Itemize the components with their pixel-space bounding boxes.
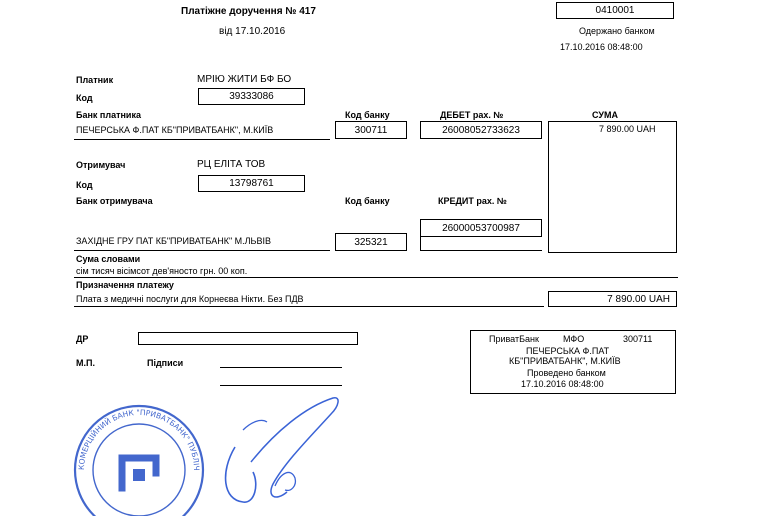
recipient-code: 13798761 (229, 178, 274, 189)
payer-name: МРІЮ ЖИТИ БФ БО (197, 74, 292, 85)
amount-words-text: сім тисяч вісімсот дев'яносто грн. 00 ко… (76, 266, 248, 276)
debit-label: ДЕБЕТ рах. № (440, 110, 504, 120)
doc-code: 0410001 (595, 5, 635, 16)
credit-label: КРЕДИТ рах. № (438, 196, 507, 206)
payer-bank-code-box: 300711 (335, 121, 407, 139)
amount-words-separator (74, 277, 678, 279)
recipient-bank-name: ЗАХІДНЕ ГРУ ПАТ КБ"ПРИВАТБАНК" М.ЛЬВІВ (76, 236, 271, 246)
purpose-sum-box: 7 890.00 UAH (548, 291, 677, 307)
debit-account: 26008052733623 (442, 124, 520, 136)
purpose-label: Призначення платежу (76, 280, 174, 290)
purpose-underline (74, 306, 544, 308)
signature-scribble (224, 397, 339, 503)
credit-box-bottom (420, 250, 542, 252)
dr-box (138, 332, 358, 345)
recipient-bank-code: 325321 (354, 236, 388, 248)
debit-account-box: 26008052733623 (420, 121, 542, 139)
payer-label: Платник (76, 75, 114, 85)
received-label: Одержано банком (579, 26, 655, 36)
payer-code-box: 39333086 (198, 88, 305, 105)
recipient-bank-label: Банк отримувача (76, 196, 153, 206)
stamp-status: Проведено банком (527, 368, 606, 378)
payer-bank-label: Банк платника (76, 110, 141, 120)
signature-line-1 (220, 367, 342, 368)
document-title: Платіжне доручення № 417 (181, 6, 316, 17)
payer-bank-code: 300711 (354, 124, 388, 136)
received-datetime: 17.10.2016 08:48:00 (560, 42, 643, 52)
sum-label: СУМА (592, 110, 618, 120)
recipient-code-box: 13798761 (198, 175, 305, 192)
recipient-name: РЦ ЕЛІТА ТОВ (197, 159, 266, 170)
credit-account-box: 26000053700987 (420, 219, 542, 237)
bank-processed-stamp: ПриватБанк МФО 300711 ПЕЧЕРСЬКА Ф.ПАТ КБ… (470, 330, 676, 394)
recipient-bank-code-label: Код банку (345, 196, 390, 206)
payer-bank-name: ПЕЧЕРСЬКА Ф.ПАТ КБ"ПРИВАТБАНК", М.КИЇВ (76, 125, 274, 135)
signatures-label: Підписи (147, 358, 184, 368)
bank-seal-stamp: КОМЕРЦІЙНИЙ БАНК "ПРИВАТБАНК" ПУБЛІЧНЕ А… (64, 398, 205, 516)
payer-bank-underline (74, 139, 330, 141)
credit-box-left-edge (420, 237, 422, 251)
signature-line-2 (220, 385, 342, 386)
doc-code-box: 0410001 (556, 2, 674, 19)
credit-account: 26000053700987 (442, 222, 520, 234)
stamp-mfo: 300711 (623, 334, 653, 344)
stamp-mfo-label: МФО (563, 334, 585, 344)
sum-value: 7 890.00 UAH (599, 124, 656, 134)
stamp-branch-line1: ПЕЧЕРСЬКА Ф.ПАТ (526, 346, 610, 356)
payer-code-label: Код (76, 93, 93, 103)
stamp-datetime: 17.10.2016 08:48:00 (521, 379, 604, 389)
document-date: від 17.10.2016 (219, 26, 286, 37)
recipient-code-label: Код (76, 180, 93, 190)
sum-column-box (548, 121, 677, 253)
dr-label: ДР (76, 334, 89, 344)
amount-words-label: Сума словами (76, 254, 141, 264)
payer-code: 39333086 (229, 91, 274, 102)
payer-bank-code-label: Код банку (345, 110, 390, 120)
stamp-branch-line2: КБ"ПРИВАТБАНК", М.КИЇВ (509, 356, 621, 366)
recipient-label: Отримувач (76, 160, 126, 170)
purpose-sum: 7 890.00 UAH (607, 293, 670, 305)
recipient-bank-code-box: 325321 (335, 233, 407, 251)
mp-label: М.П. (76, 358, 95, 368)
purpose-text: Плата з медичні послуги для Корнеєва Нік… (76, 294, 304, 304)
recipient-bank-underline (74, 250, 330, 252)
stamp-bank-name: ПриватБанк (489, 334, 539, 344)
